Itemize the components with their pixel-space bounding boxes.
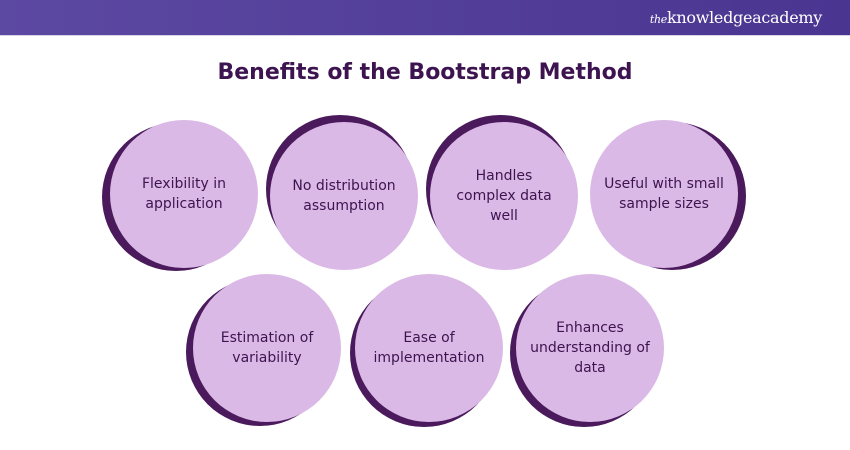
logo-text: knowledgeacademy bbox=[666, 8, 822, 27]
benefit-label: Useful with small sample sizes bbox=[590, 120, 738, 268]
benefit-label: Enhances understanding of data bbox=[516, 274, 664, 422]
benefit-label: Handles complex data well bbox=[430, 122, 578, 270]
benefit-circle: Estimation of variability bbox=[186, 274, 341, 426]
knowledge-academy-logo[interactable]: theknowledgeacademy bbox=[650, 8, 822, 27]
benefit-circle: Handles complex data well bbox=[426, 115, 578, 270]
logo-prefix: the bbox=[649, 13, 667, 26]
benefit-circle: Enhances understanding of data bbox=[510, 274, 664, 427]
benefit-label: Estimation of variability bbox=[193, 274, 341, 422]
page-title: Benefits of the Bootstrap Method bbox=[217, 60, 633, 85]
header-bar: theknowledgeacademy bbox=[0, 0, 850, 36]
benefit-circle: Useful with small sample sizes bbox=[590, 120, 746, 270]
benefit-label: Flexibility in application bbox=[110, 120, 258, 268]
benefit-circle: Ease of implementation bbox=[350, 274, 503, 427]
benefit-circle: Flexibility in application bbox=[102, 120, 258, 271]
benefit-label: No distribution assumption bbox=[270, 122, 418, 270]
benefit-label: Ease of implementation bbox=[355, 274, 503, 422]
benefit-circle: No distribution assumption bbox=[266, 115, 418, 270]
